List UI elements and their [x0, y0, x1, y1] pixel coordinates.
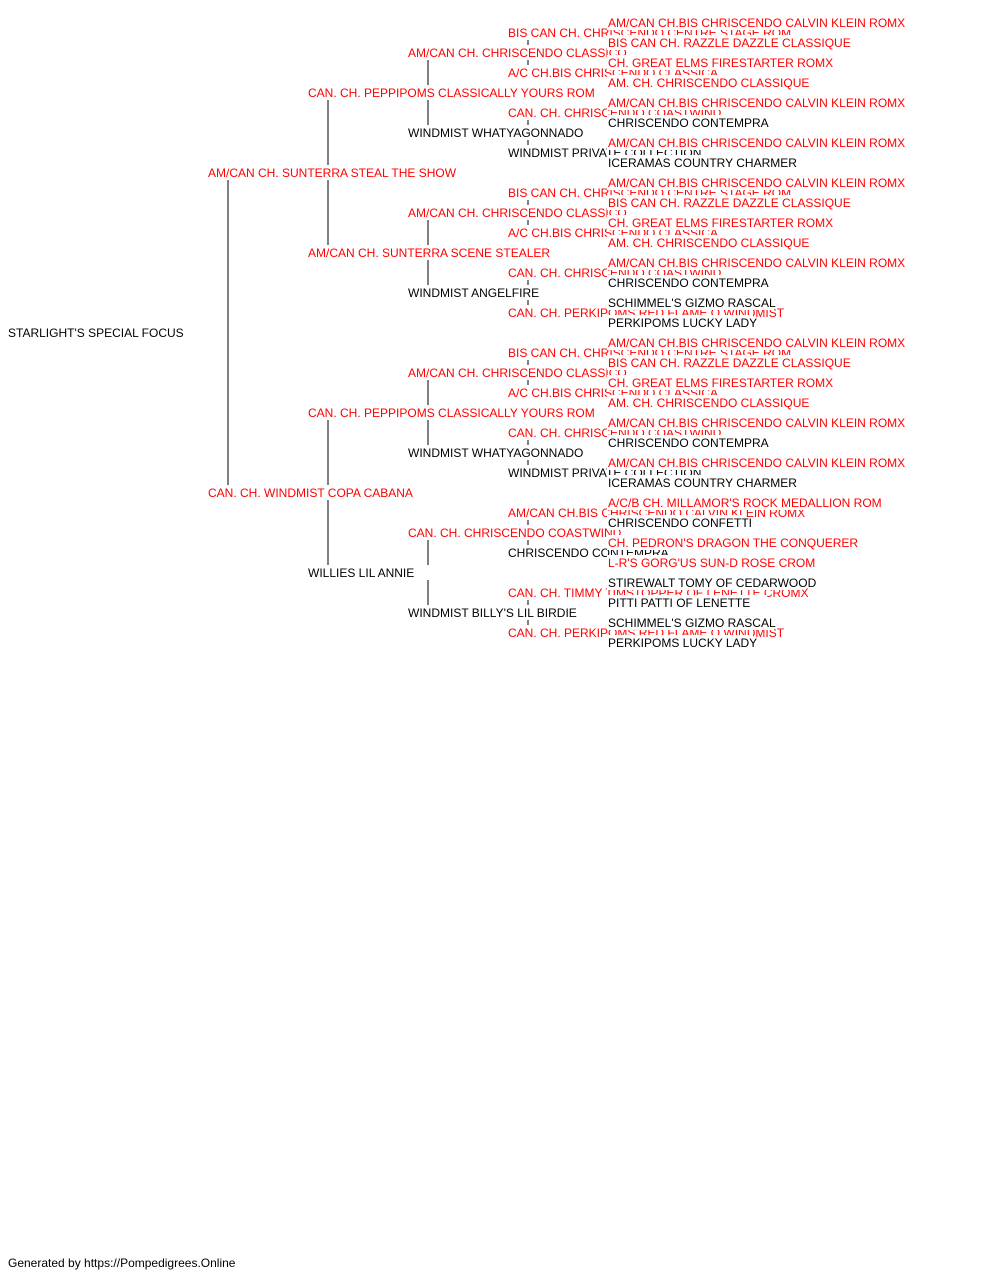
ancestor-name: AM/CAN CH.BIS CHRISCENDO CALVIN KLEIN RO… [608, 96, 905, 110]
label-backdrop [207, 485, 417, 500]
label-backdrop [607, 155, 782, 170]
ancestor-name: CH. PEDRON'S DRAGON THE CONQUERER [608, 536, 858, 550]
label-backdrop [407, 445, 568, 460]
label-backdrop [607, 315, 753, 330]
label-backdrop [607, 435, 753, 450]
label-backdrop [607, 515, 746, 530]
ancestor-name: BIS CAN CH. RAZZLE DAZZLE CLASSIQUE [608, 36, 851, 50]
ancestor-name: WILLIES LIL ANNIE [308, 566, 414, 580]
label-backdrop [607, 555, 817, 570]
ancestor-name: WINDMIST ANGELFIRE [408, 286, 539, 300]
label-backdrop [207, 165, 453, 180]
label-backdrop [607, 275, 753, 290]
ancestor-name: PITTI PATTI OF LENETTE [608, 596, 750, 610]
ancestor-name: BIS CAN CH. RAZZLE DAZZLE CLASSIQUE [608, 196, 851, 210]
label-backdrop [307, 85, 595, 100]
label-backdrop [407, 125, 568, 140]
ancestor-name: CHRISCENDO CONTEMPRA [608, 276, 769, 290]
label-backdrop [607, 635, 753, 650]
label-backdrop [307, 565, 432, 580]
ancestor-name: CAN. CH. WINDMIST COPA CABANA [208, 486, 413, 500]
ancestor-name: AM/CAN CH.BIS CHRISCENDO CALVIN KLEIN RO… [608, 336, 905, 350]
label-backdrop [407, 605, 603, 620]
ancestor-name: AM/CAN CH. CHRISCENDO CLASSICO [408, 46, 627, 60]
ancestor-name: A/C/B CH. MILLAMOR'S ROCK MEDALLION ROM [608, 496, 882, 510]
label-backdrop [307, 245, 546, 260]
label-backdrop [607, 455, 910, 470]
label-backdrop [607, 255, 910, 270]
ancestor-name: AM/CAN CH.BIS CHRISCENDO CALVIN KLEIN RO… [608, 456, 905, 470]
ancestor-name: AM/CAN CH.BIS CHRISCENDO CALVIN KLEIN RO… [608, 176, 905, 190]
label-backdrop [607, 595, 768, 610]
label-backdrop [607, 615, 775, 630]
ancestor-name: SCHIMMEL'S GIZMO RASCAL [608, 296, 776, 310]
ancestor-name: CH. GREAT ELMS FIRESTARTER ROMX [608, 56, 833, 70]
label-backdrop [407, 285, 539, 300]
label-backdrop [7, 325, 189, 340]
label-backdrop [607, 535, 846, 550]
ancestor-name: ICERAMAS COUNTRY CHARMER [608, 476, 797, 490]
label-backdrop [407, 45, 624, 60]
ancestor-name: BIS CAN CH. RAZZLE DAZZLE CLASSIQUE [608, 356, 851, 370]
label-backdrop [607, 115, 753, 130]
label-backdrop [607, 335, 910, 350]
ancestor-name: L-R'S GORG'US SUN-D ROSE CROM [608, 556, 815, 570]
label-backdrop [607, 15, 910, 30]
label-backdrop [407, 525, 617, 540]
ancestor-name: AM. CH. CHRISCENDO CLASSIQUE [608, 76, 809, 90]
ancestor-name: CHRISCENDO CONTEMPRA [608, 116, 769, 130]
label-backdrop [607, 375, 832, 390]
label-backdrop [307, 405, 595, 420]
ancestor-name: WINDMIST BILLY'S LIL BIRDIE [408, 606, 577, 620]
footer-credit: Generated by https://Pompedigrees.Online [8, 1256, 236, 1270]
ancestor-name: PERKIPOMS LUCKY LADY [608, 636, 757, 650]
label-backdrop [607, 235, 810, 250]
label-backdrop [607, 575, 803, 590]
label-backdrop [607, 355, 860, 370]
ancestor-name: SCHIMMEL'S GIZMO RASCAL [608, 616, 776, 630]
label-backdrop [607, 175, 910, 190]
label-backdrop [607, 295, 775, 310]
ancestor-name: AM/CAN CH.BIS CHRISCENDO CALVIN KLEIN RO… [608, 16, 905, 30]
ancestor-name: CAN. CH. CHRISCENDO COASTWIND [408, 526, 622, 540]
label-backdrop [607, 395, 810, 410]
label-backdrop [607, 195, 860, 210]
label-backdrop [407, 365, 624, 380]
ancestor-name: AM/CAN CH.BIS CHRISCENDO CALVIN KLEIN RO… [608, 256, 905, 270]
ancestor-name: AM/CAN CH. SUNTERRA STEAL THE SHOW [208, 166, 457, 180]
label-backdrop [607, 415, 910, 430]
ancestor-name: WINDMIST WHATYAGONNADO [408, 126, 583, 140]
ancestor-name: AM/CAN CH. SUNTERRA SCENE STEALER [308, 246, 550, 260]
ancestor-name: CHRISCENDO CONFETTI [608, 516, 752, 530]
label-backdrop [607, 95, 910, 110]
ancestor-name: AM/CAN CH.BIS CHRISCENDO CALVIN KLEIN RO… [608, 136, 905, 150]
ancestor-name: AM/CAN CH. CHRISCENDO CLASSICO [408, 206, 627, 220]
label-backdrop [607, 35, 860, 50]
label-backdrop [607, 55, 832, 70]
ancestor-name: ICERAMAS COUNTRY CHARMER [608, 156, 797, 170]
ancestor-name: AM. CH. CHRISCENDO CLASSIQUE [608, 236, 809, 250]
ancestor-name: CH. GREAT ELMS FIRESTARTER ROMX [608, 376, 833, 390]
label-backdrop [607, 475, 782, 490]
ancestor-name: AM/CAN CH.BIS CHRISCENDO CALVIN KLEIN RO… [608, 416, 905, 430]
ancestor-name: CHRISCENDO CONTEMPRA [608, 436, 769, 450]
ancestor-name: CAN. CH. PEPPIPOMS CLASSICALLY YOURS ROM [308, 406, 595, 420]
label-backdrop [607, 495, 888, 510]
ancestor-name: PERKIPOMS LUCKY LADY [608, 316, 757, 330]
ancestor-name: WINDMIST WHATYAGONNADO [408, 446, 583, 460]
ancestor-name: CAN. CH. PEPPIPOMS CLASSICALLY YOURS ROM [308, 86, 595, 100]
label-backdrop [607, 75, 810, 90]
ancestor-name: AM. CH. CHRISCENDO CLASSIQUE [608, 396, 809, 410]
ancestor-name: CH. GREAT ELMS FIRESTARTER ROMX [608, 216, 833, 230]
ancestor-name: STIREWALT TOMY OF CEDARWOOD [608, 576, 817, 590]
label-backdrop [607, 215, 832, 230]
label-backdrop [407, 205, 624, 220]
subject-name: STARLIGHT'S SPECIAL FOCUS [8, 326, 184, 340]
ancestor-name: AM/CAN CH. CHRISCENDO CLASSICO [408, 366, 627, 380]
label-backdrop [607, 135, 910, 150]
